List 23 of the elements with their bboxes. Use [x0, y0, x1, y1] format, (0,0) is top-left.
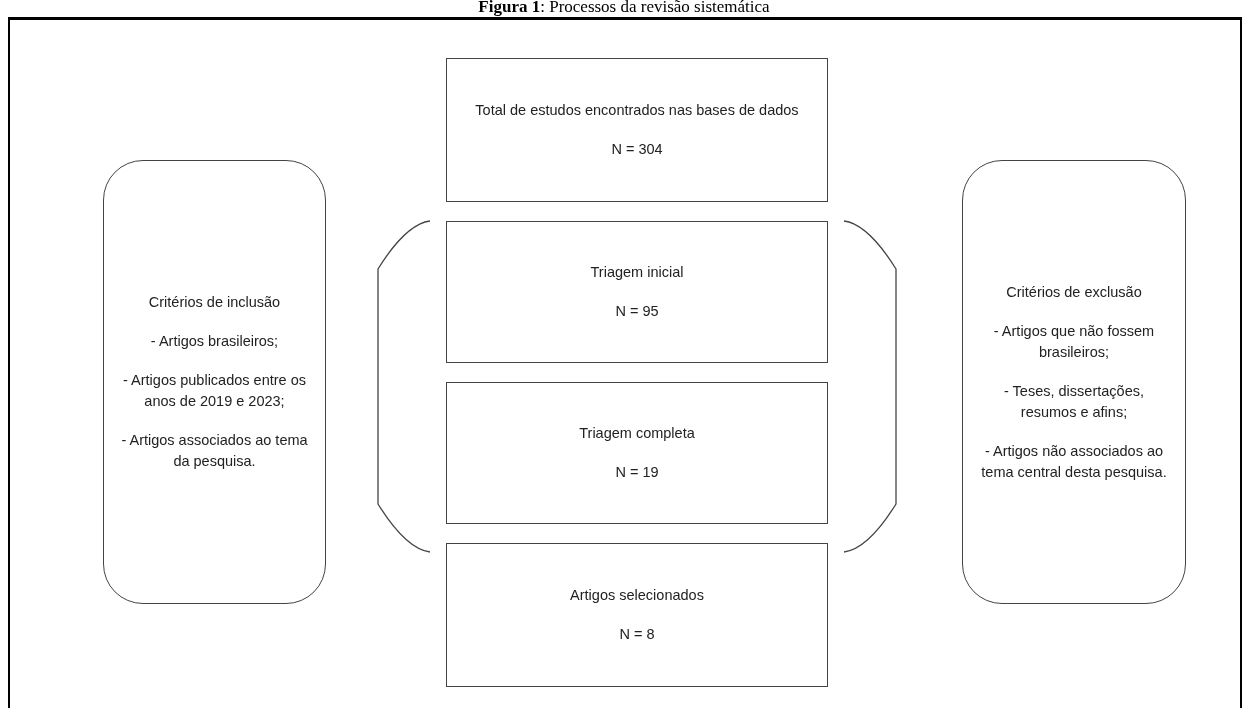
box-heading: Critérios de inclusão — [148, 293, 281, 312]
box-text: - Teses, dissertações, resumos e afins; — [1003, 381, 1145, 422]
process-box — [446, 382, 828, 524]
criteria-box — [103, 160, 326, 604]
figure-title: Figura 1: Processos da revisão sistemática — [477, 0, 771, 14]
box-text: N = 8 — [619, 625, 655, 644]
box-text: N = 19 — [615, 463, 659, 482]
box-text: - Artigos publicados entre os anos de 2019 e 2023; — [122, 371, 307, 411]
box-text: N = 304 — [611, 140, 663, 159]
criteria-box — [962, 160, 1186, 604]
box-heading: Critérios de exclusão — [1006, 282, 1142, 302]
box-heading: Artigos selecionados — [570, 586, 704, 605]
process-box — [446, 221, 828, 363]
box-heading: Triagem inicial — [590, 263, 684, 282]
box-heading: Total de estudos encontrados nas bases de dados — [475, 101, 799, 120]
process-box — [446, 58, 828, 202]
process-box — [446, 543, 828, 687]
box-text: - Artigos que não fossem brasileiros; — [992, 321, 1156, 362]
box-text: - Artigos não associados ao tema central desta pesquisa. — [980, 441, 1168, 482]
box-heading: Triagem completa — [579, 424, 695, 443]
box-text: - Artigos brasileiros; — [150, 332, 279, 351]
box-text: N = 95 — [615, 302, 659, 321]
box-text: - Artigos associados ao tema da pesquisa. — [120, 431, 309, 471]
